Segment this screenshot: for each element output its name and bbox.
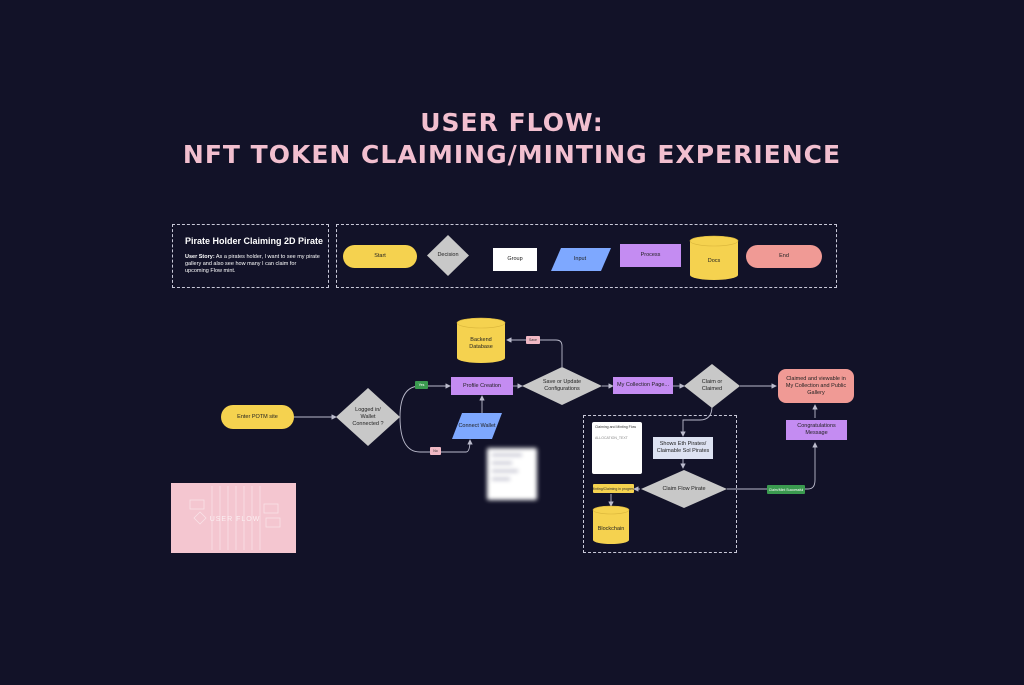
node-congrats <box>786 420 847 440</box>
save-update-label: Save or Update Configurations <box>542 379 582 392</box>
tag-no: No <box>430 447 441 455</box>
node-claim-or-claimed <box>684 364 740 408</box>
legend-input-shape <box>551 248 611 271</box>
logged-in-label: Logged in/ Wallet Connected ? <box>352 406 384 427</box>
tag-save: Save <box>526 336 540 344</box>
edge-yes-to-profile <box>399 383 451 418</box>
title-line-2: NFT TOKEN CLAIMING/MINTING EXPERIENCE <box>182 140 842 169</box>
story-text: As a pirates holder, I want to see my pi… <box>185 254 320 274</box>
node-logged-in <box>336 388 400 446</box>
doc-card-subtitle: ALLOCATION_TEXT <box>595 436 628 440</box>
thumbnail-image <box>171 483 296 553</box>
edge-no-to-wallet <box>399 416 473 453</box>
legend-group-label: Group <box>507 256 523 262</box>
legend-docs-label: Docs <box>707 258 721 264</box>
tag-yes: Yes <box>415 381 428 389</box>
claim-or-claimed-label: Claim or Claimed <box>701 379 723 392</box>
legend-end-shape <box>746 245 822 268</box>
user-story: User Story: As a pirates holder, I want … <box>185 254 320 275</box>
info-panel <box>172 224 329 288</box>
edge-flow-to-congrats <box>727 442 818 490</box>
node-shows-pirates <box>653 437 713 459</box>
node-save-update <box>522 367 602 405</box>
blockchain-label: Blockchain <box>597 525 625 532</box>
blurred-line <box>492 454 522 456</box>
blurred-line <box>492 478 510 480</box>
node-connect-wallet <box>452 413 502 439</box>
node-profile-creation <box>451 377 513 395</box>
legend-group-shape <box>493 248 537 271</box>
claim-flow-label: Claim Flow Pirate <box>662 485 706 492</box>
thumbnail-text: USER FLOW <box>209 515 261 523</box>
edge-claim-to-shows <box>680 405 713 437</box>
legend-start-label: Start <box>374 253 386 259</box>
legend-process-label: Process <box>640 252 661 258</box>
legend-end-label: End <box>779 253 789 259</box>
enter-site-label: Enter POTM site <box>237 413 278 420</box>
legend-decision-shape <box>427 235 469 276</box>
edge-save-to-db <box>506 337 563 367</box>
blurred-doc-card <box>487 448 537 500</box>
node-claimed-viewable <box>778 369 854 403</box>
node-blockchain <box>592 505 630 544</box>
node-backend-db <box>456 317 506 363</box>
blurred-line <box>492 470 518 472</box>
my-collection-label: My Collection Page... <box>617 382 669 388</box>
doc-card-title: Claiming and Minting Flow <box>595 425 637 429</box>
backend-db-label: Backend Database <box>469 337 493 350</box>
node-my-collection <box>613 377 673 394</box>
connect-wallet-label: Connect Wallet <box>458 422 496 429</box>
node-enter-site <box>221 405 294 429</box>
flow-doc-card: Claiming and Minting Flow ALLOCATION_TEX… <box>592 422 642 474</box>
legend-decision-label: Decision <box>437 252 459 258</box>
info-heading: Pirate Holder Claiming 2D Pirate <box>185 236 324 246</box>
tag-minting: Minting/Claiming in progress <box>593 484 634 493</box>
legend-docs-shape <box>689 235 739 280</box>
legend-panel <box>336 224 837 288</box>
legend-start-shape <box>343 245 417 268</box>
legend-process-shape <box>620 244 681 267</box>
tag-success: Claim/Mint Successful <box>767 485 805 494</box>
legend-input-label: Input <box>573 256 587 262</box>
claimed-viewable-label: Claimed and viewable in My Collection an… <box>785 375 847 396</box>
story-label: User Story: <box>185 254 215 260</box>
congrats-label: Congratulations Message <box>797 423 836 436</box>
profile-creation-label: Profile Creation <box>463 382 501 389</box>
title-line-1: USER FLOW: <box>420 108 604 137</box>
shows-pirates-label: Shows Eth Pirates/ Claimable Sol Pirates <box>656 441 710 454</box>
node-claim-flow <box>641 470 727 508</box>
claim-group <box>583 415 737 553</box>
blurred-line <box>492 462 512 464</box>
